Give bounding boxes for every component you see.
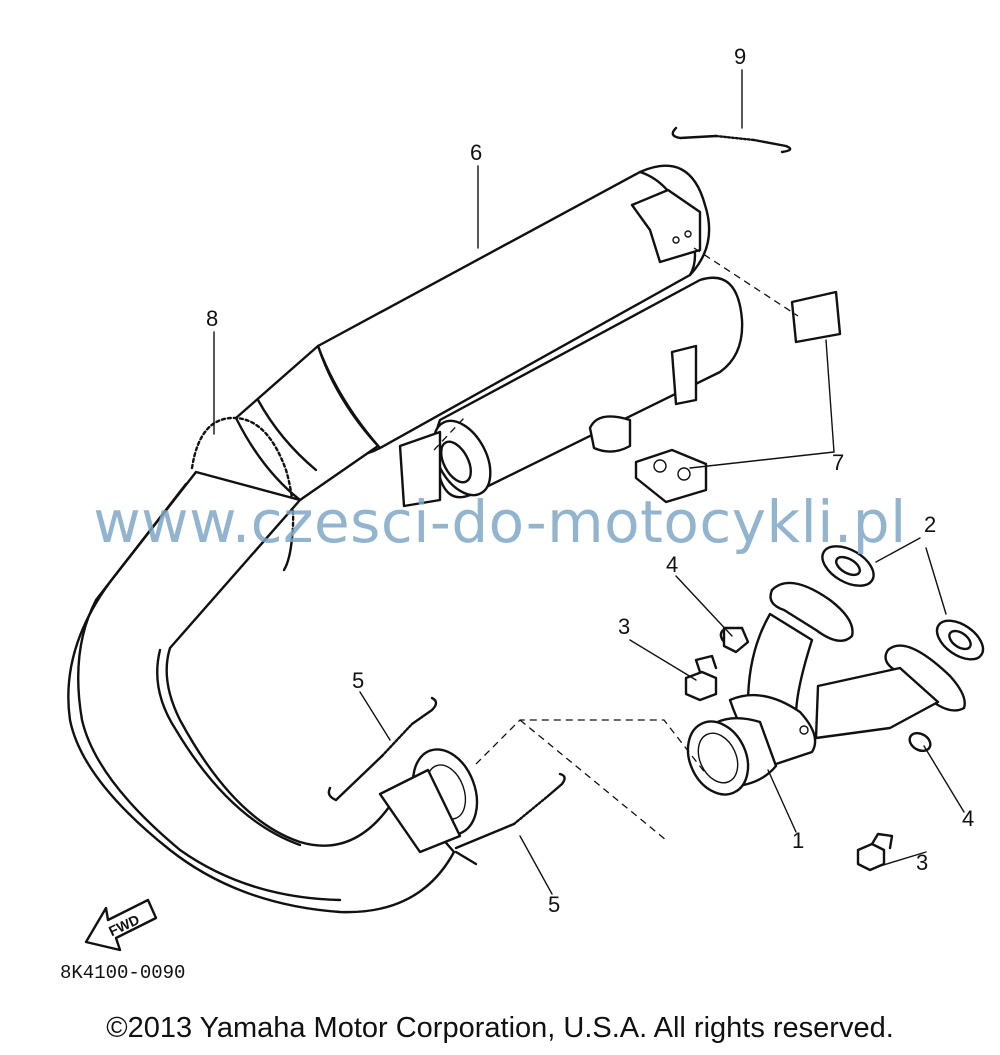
callout-9: 9 [734,44,746,69]
callout-6: 6 [470,140,482,165]
nut-part-4-right [908,731,932,753]
spring-part-5-lower [454,772,566,866]
callout-5-upper: 5 [352,668,364,693]
callout-2: 2 [924,512,936,537]
bolt-part-3-left [684,654,718,702]
gasket-part-2-lower [935,619,985,661]
callout-numbers: 9 6 8 7 2 4 3 5 4 1 3 5 [206,44,974,917]
callout-4-right: 4 [962,806,974,831]
callout-5-lower: 5 [548,892,560,917]
exhaust-pipe [67,470,479,914]
diagram-code: 8K4100-0090 [60,962,186,984]
bolt-part-3-right [856,832,894,872]
y-pipe-part-1 [686,581,966,796]
spring-part-9 [671,126,792,154]
callout-8: 8 [206,306,218,331]
leader-lines [213,69,965,895]
copyright-text: ©2013 Yamaha Motor Corporation, U.S.A. A… [106,1012,894,1044]
muffler-part-6 [234,164,744,508]
callout-4-left: 4 [666,552,678,577]
callout-3-right: 3 [916,850,928,875]
damper-part-7 [790,290,842,344]
nut-part-4-left [719,626,750,654]
spring-part-5-upper [327,696,438,802]
gasket-part-2-upper [821,545,875,587]
forward-arrow-icon: FWD [84,898,158,952]
callout-7: 7 [832,450,844,475]
watermark-text: www.czesci-do-motocykli.pl [93,488,907,556]
callout-3-left: 3 [618,614,630,639]
callout-1: 1 [792,828,804,853]
